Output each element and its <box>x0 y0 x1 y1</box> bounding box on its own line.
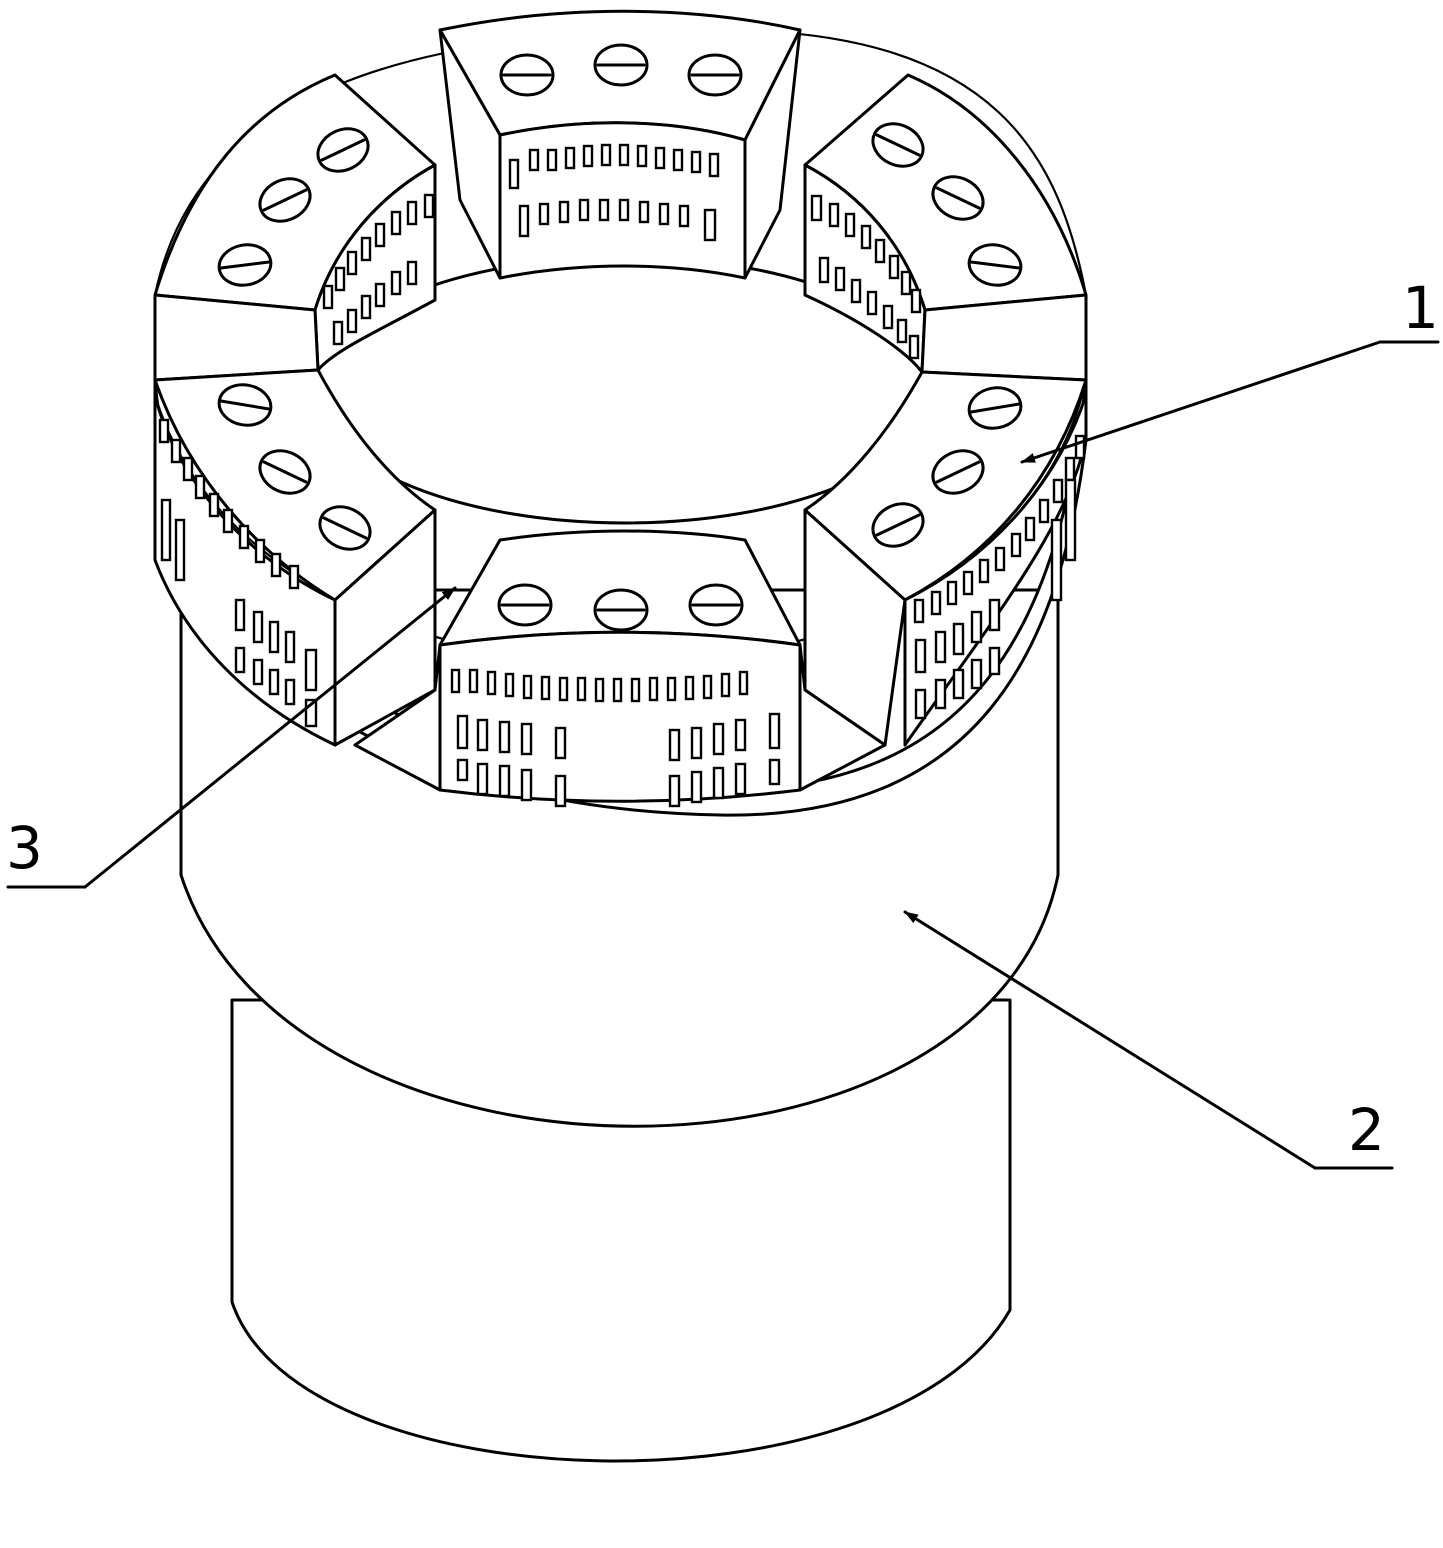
waterway-slots-bottom <box>450 668 781 808</box>
ring-left-segment <box>153 293 320 382</box>
waterway-slots-lower-right <box>913 434 1086 720</box>
shank-cylinder <box>230 998 1012 1463</box>
leader-2: 2 <box>903 910 1394 1170</box>
label-3: 3 <box>6 814 43 882</box>
cutter-block-upper-left <box>153 73 437 372</box>
leader-1: 1 <box>1020 274 1440 464</box>
ring-right-segment <box>920 293 1088 382</box>
leader-3: 3 <box>6 586 457 889</box>
waterway-slots-upper-left <box>322 193 435 346</box>
label-1: 1 <box>1402 274 1439 342</box>
label-2: 2 <box>1348 1096 1385 1164</box>
cutter-block-lower-left <box>153 368 437 747</box>
waterway-slots-top <box>508 143 720 242</box>
cutter-block-upper-right <box>803 73 1088 374</box>
cutter-block-bottom <box>353 529 887 808</box>
waterway-slots-lower-left <box>158 418 318 728</box>
cutter-block-lower-right <box>803 370 1088 747</box>
waterway-slots-upper-right <box>810 194 922 360</box>
cutter-block-top <box>438 9 802 280</box>
